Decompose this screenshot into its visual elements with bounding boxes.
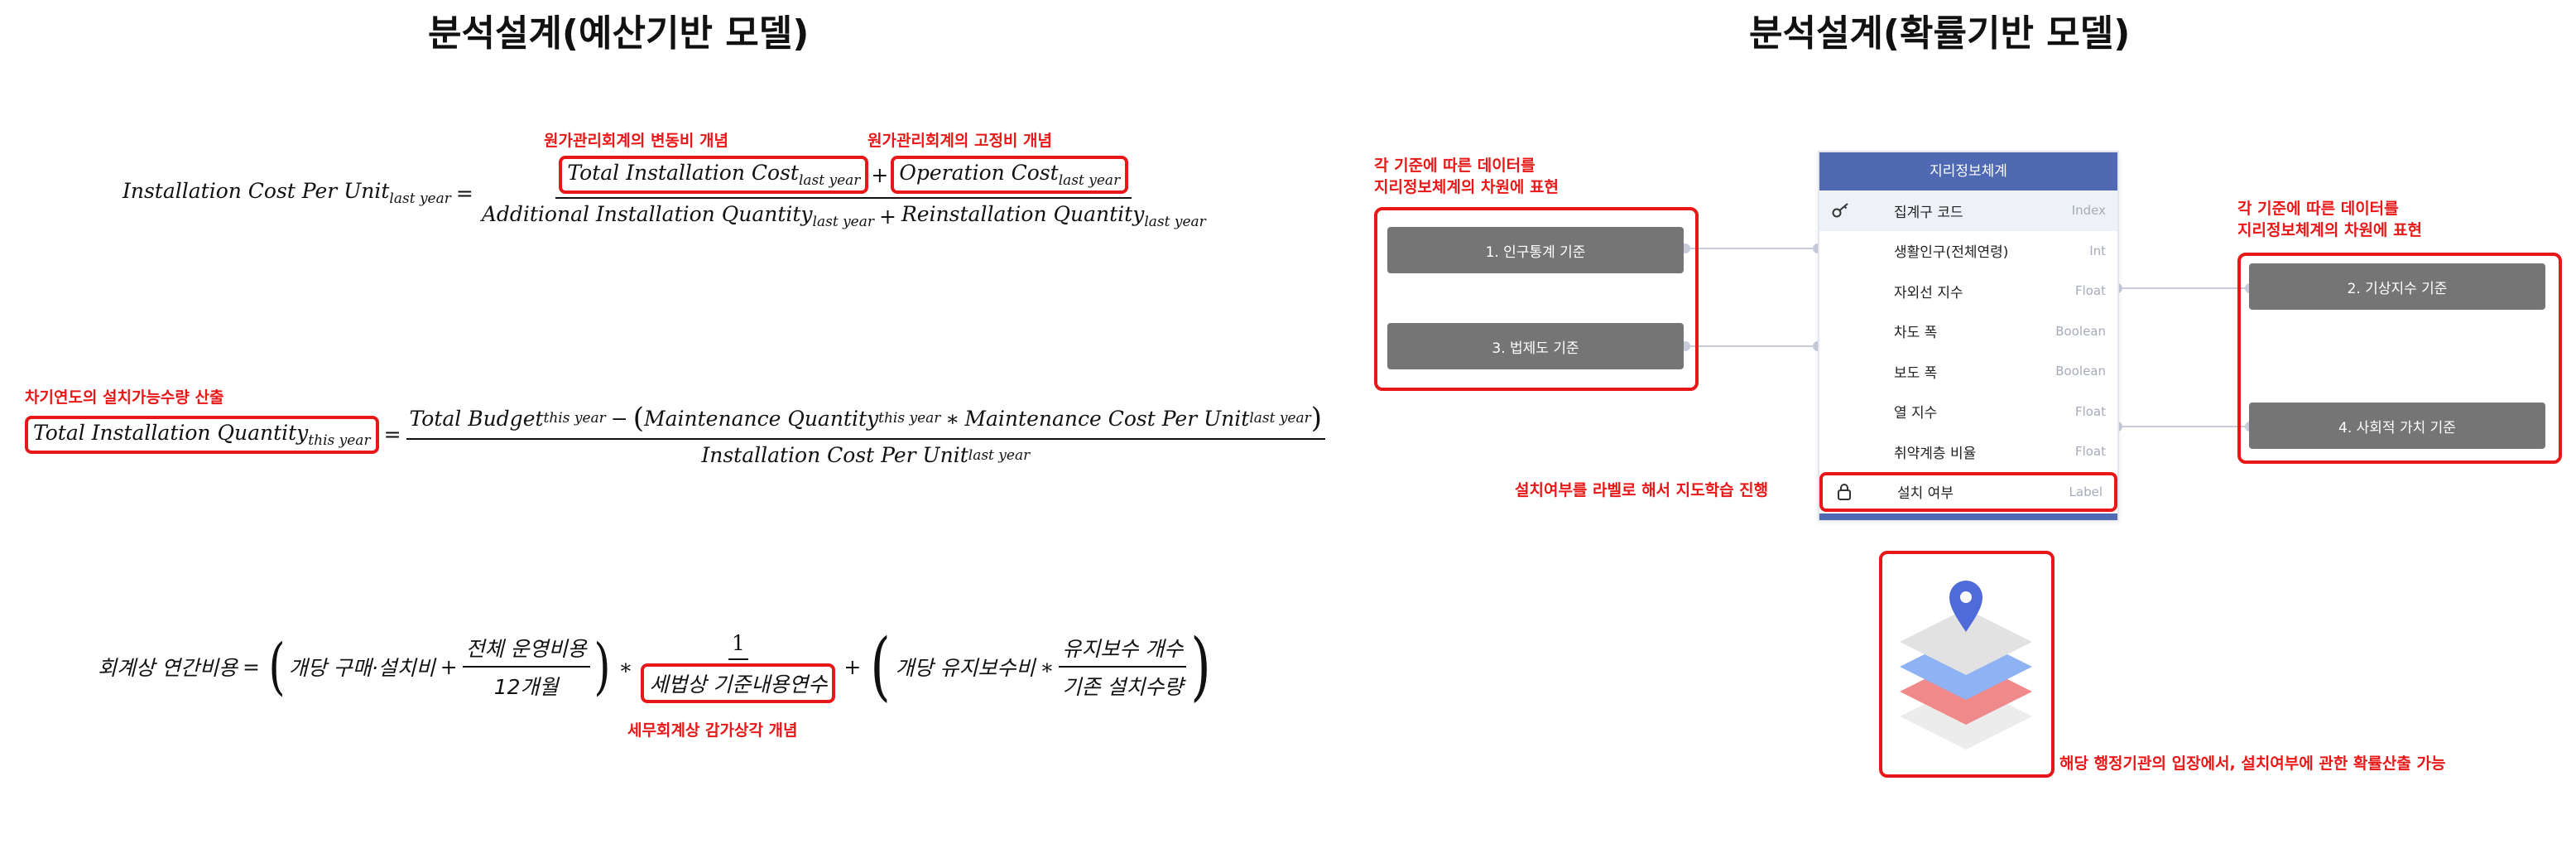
key-icon [1832,203,1848,218]
criteria-social-value-button[interactable]: 4. 사회적 가치 기준 [2249,403,2545,449]
eq1-operation-cost: Operation Costlast year [891,156,1129,194]
eq1-reinstallation-quantity: Reinstallation Quantitylast year [901,202,1206,230]
gis-row-heat-index[interactable]: 열 지수 Float [1894,403,2106,422]
gis-row-uv-index[interactable]: 자외선 지수 Float [1894,283,2106,301]
gis-row-index[interactable]: 집계구 코드 Index [1819,190,2117,231]
criteria-demographics-button[interactable]: 1. 인구통계 기준 [1387,227,1684,273]
gis-row-road-width[interactable]: 차도 폭 Boolean [1894,323,2106,342]
eq3-maintenance-unit-cost: 개당 유지보수비 [895,656,1036,680]
criteria-right-frame [2237,253,2562,464]
right-title: 분석설계(확률기반 모델) [1749,12,2131,55]
gis-schema-panel: 지리정보체계 집계구 코드 Index 생활인구(전체연령) Int 자외선 지… [1818,151,2119,521]
eq3-fraction-useful-life: 1 세법상 기준내용연수 [637,631,839,703]
note-probability: 해당 행정기관의 입장에서, 설치여부에 관한 확률산출 가능 [2059,755,2446,773]
map-layers-icon [1900,581,2032,750]
note-left-criteria: 각 기준에 따른 데이터를 지리정보체계의 차원에 표현 [1374,157,1559,196]
criteria-weather-button[interactable]: 2. 기상지수 기준 [2249,263,2545,310]
lock-icon [1838,483,1851,500]
eq3-lhs: 회계상 연간비용 [98,656,238,680]
note-next-year-quantity: 차기연도의 설치가능수량 산출 [25,388,224,407]
map-layers-frame [1879,551,2055,778]
eq1-fraction: Total Installation Costlast year + Opera… [478,156,1209,230]
eq3-fraction-maintenance: 유지보수 개수 기존 설치수량 [1059,633,1187,701]
eq3-useful-life-box: 세법상 기준내용연수 [641,663,836,703]
gis-row-population[interactable]: 생활인구(전체연령) Int [1894,243,2106,262]
gis-row-installed-label[interactable]: 설치 여부 Label [1819,471,2117,512]
note-right-criteria: 각 기준에 따른 데이터를 지리정보체계의 차원에 표현 [2237,200,2422,239]
equation-installation-quantity: Total Installation Quantitythis year = T… [25,402,1326,467]
equation-annual-cost: 회계상 연간비용 = ( 개당 구매·설치비 + 전체 운영비용 12개월 ) … [98,623,1212,710]
gis-panel-header: 지리정보체계 [1819,152,2117,190]
note-variable-cost: 원가관리회계의 변동비 개념 [544,132,728,150]
gis-panel-footer-bar [1819,513,2117,520]
eq1-total-installation-cost: Total Installation Costlast year [559,156,869,194]
eq1-lhs: Installation Cost Per Unitlast year [123,179,451,207]
note-depreciation: 세무회계상 감가상각 개념 [627,721,798,740]
criteria-left-frame [1374,207,1699,391]
eq1-additional-quantity: Additional Installation Quantitylast yea… [481,202,875,230]
note-supervised-label: 설치여부를 라벨로 해서 지도학습 진행 [1515,481,1769,499]
eq3-purchase-install-cost: 개당 구매·설치비 [288,656,435,680]
criteria-legal-button[interactable]: 3. 법제도 기준 [1387,323,1684,369]
equation-unit-cost: Installation Cost Per Unitlast year = To… [123,156,1209,230]
gis-row-vulnerable-ratio[interactable]: 취약계층 비율 Float [1894,444,2106,462]
eq3-fraction-operation: 전체 운영비용 12개월 [462,633,590,701]
left-title: 분석설계(예산기반 모델) [428,12,810,55]
eq2-lhs: Total Installation Quantitythis year [25,415,379,454]
gis-row-sidewalk-width[interactable]: 보도 폭 Boolean [1894,364,2106,382]
note-fixed-cost: 원가관리회계의 고정비 개념 [867,132,1052,150]
